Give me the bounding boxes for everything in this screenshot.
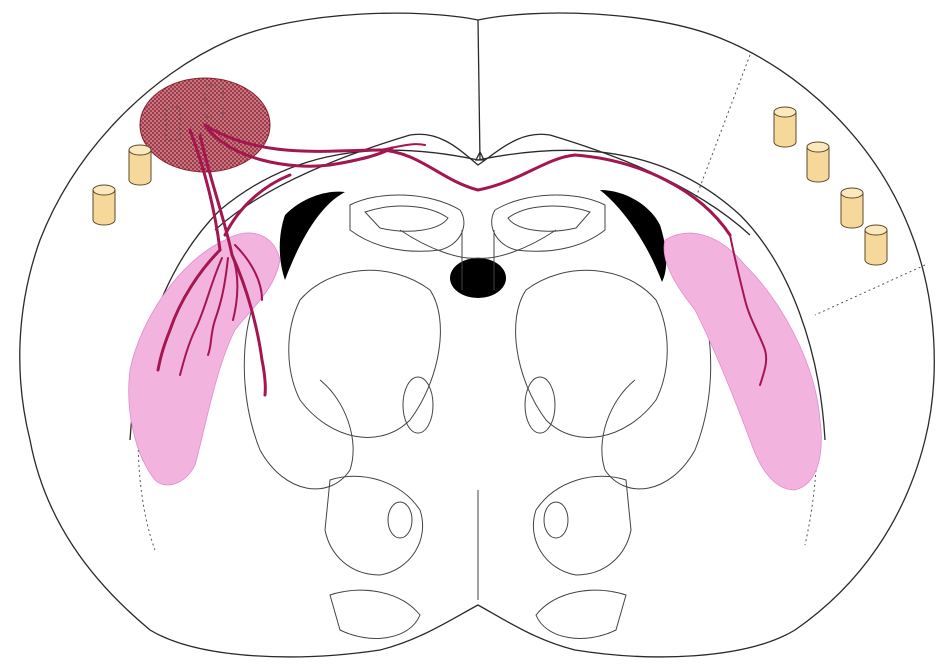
cylinder-marker-icon xyxy=(93,185,115,225)
hippocampus-right xyxy=(492,195,605,251)
left-lateral-ventricle xyxy=(280,192,345,280)
hippocampus-left xyxy=(350,195,464,251)
right-projection-field xyxy=(664,233,821,490)
striatum-right-lobe xyxy=(602,300,711,489)
striatum-left-lobe xyxy=(244,300,353,489)
cylinder-marker-icon xyxy=(865,225,887,265)
hypothalamus-left xyxy=(325,476,423,575)
thalamus-left xyxy=(289,270,441,437)
right-lateral-ventricle xyxy=(600,190,666,282)
cylinder-marker-icon xyxy=(807,142,829,182)
fornix-right xyxy=(525,377,555,433)
right-area-border-1 xyxy=(695,55,750,200)
optic-tract-right xyxy=(544,502,568,538)
thalamus-right xyxy=(516,270,668,437)
third-ventricle xyxy=(450,258,506,298)
cylinder-marker-icon xyxy=(774,107,796,147)
right-area-border-2 xyxy=(815,265,925,315)
cylinder-marker-icon xyxy=(841,188,863,228)
central-band xyxy=(400,230,556,258)
hippocampus-left-inner xyxy=(365,206,448,231)
hippocampus-right-inner xyxy=(508,206,590,231)
optic-tract-left xyxy=(388,502,412,538)
hypothalamus-right xyxy=(533,476,631,575)
amygdala-left xyxy=(330,590,420,638)
fornix-left xyxy=(403,377,433,433)
midline-fissure xyxy=(478,20,480,160)
cylinder-marker-icon xyxy=(129,145,151,185)
amygdala-right xyxy=(536,590,626,638)
left-projection-field xyxy=(129,233,280,485)
